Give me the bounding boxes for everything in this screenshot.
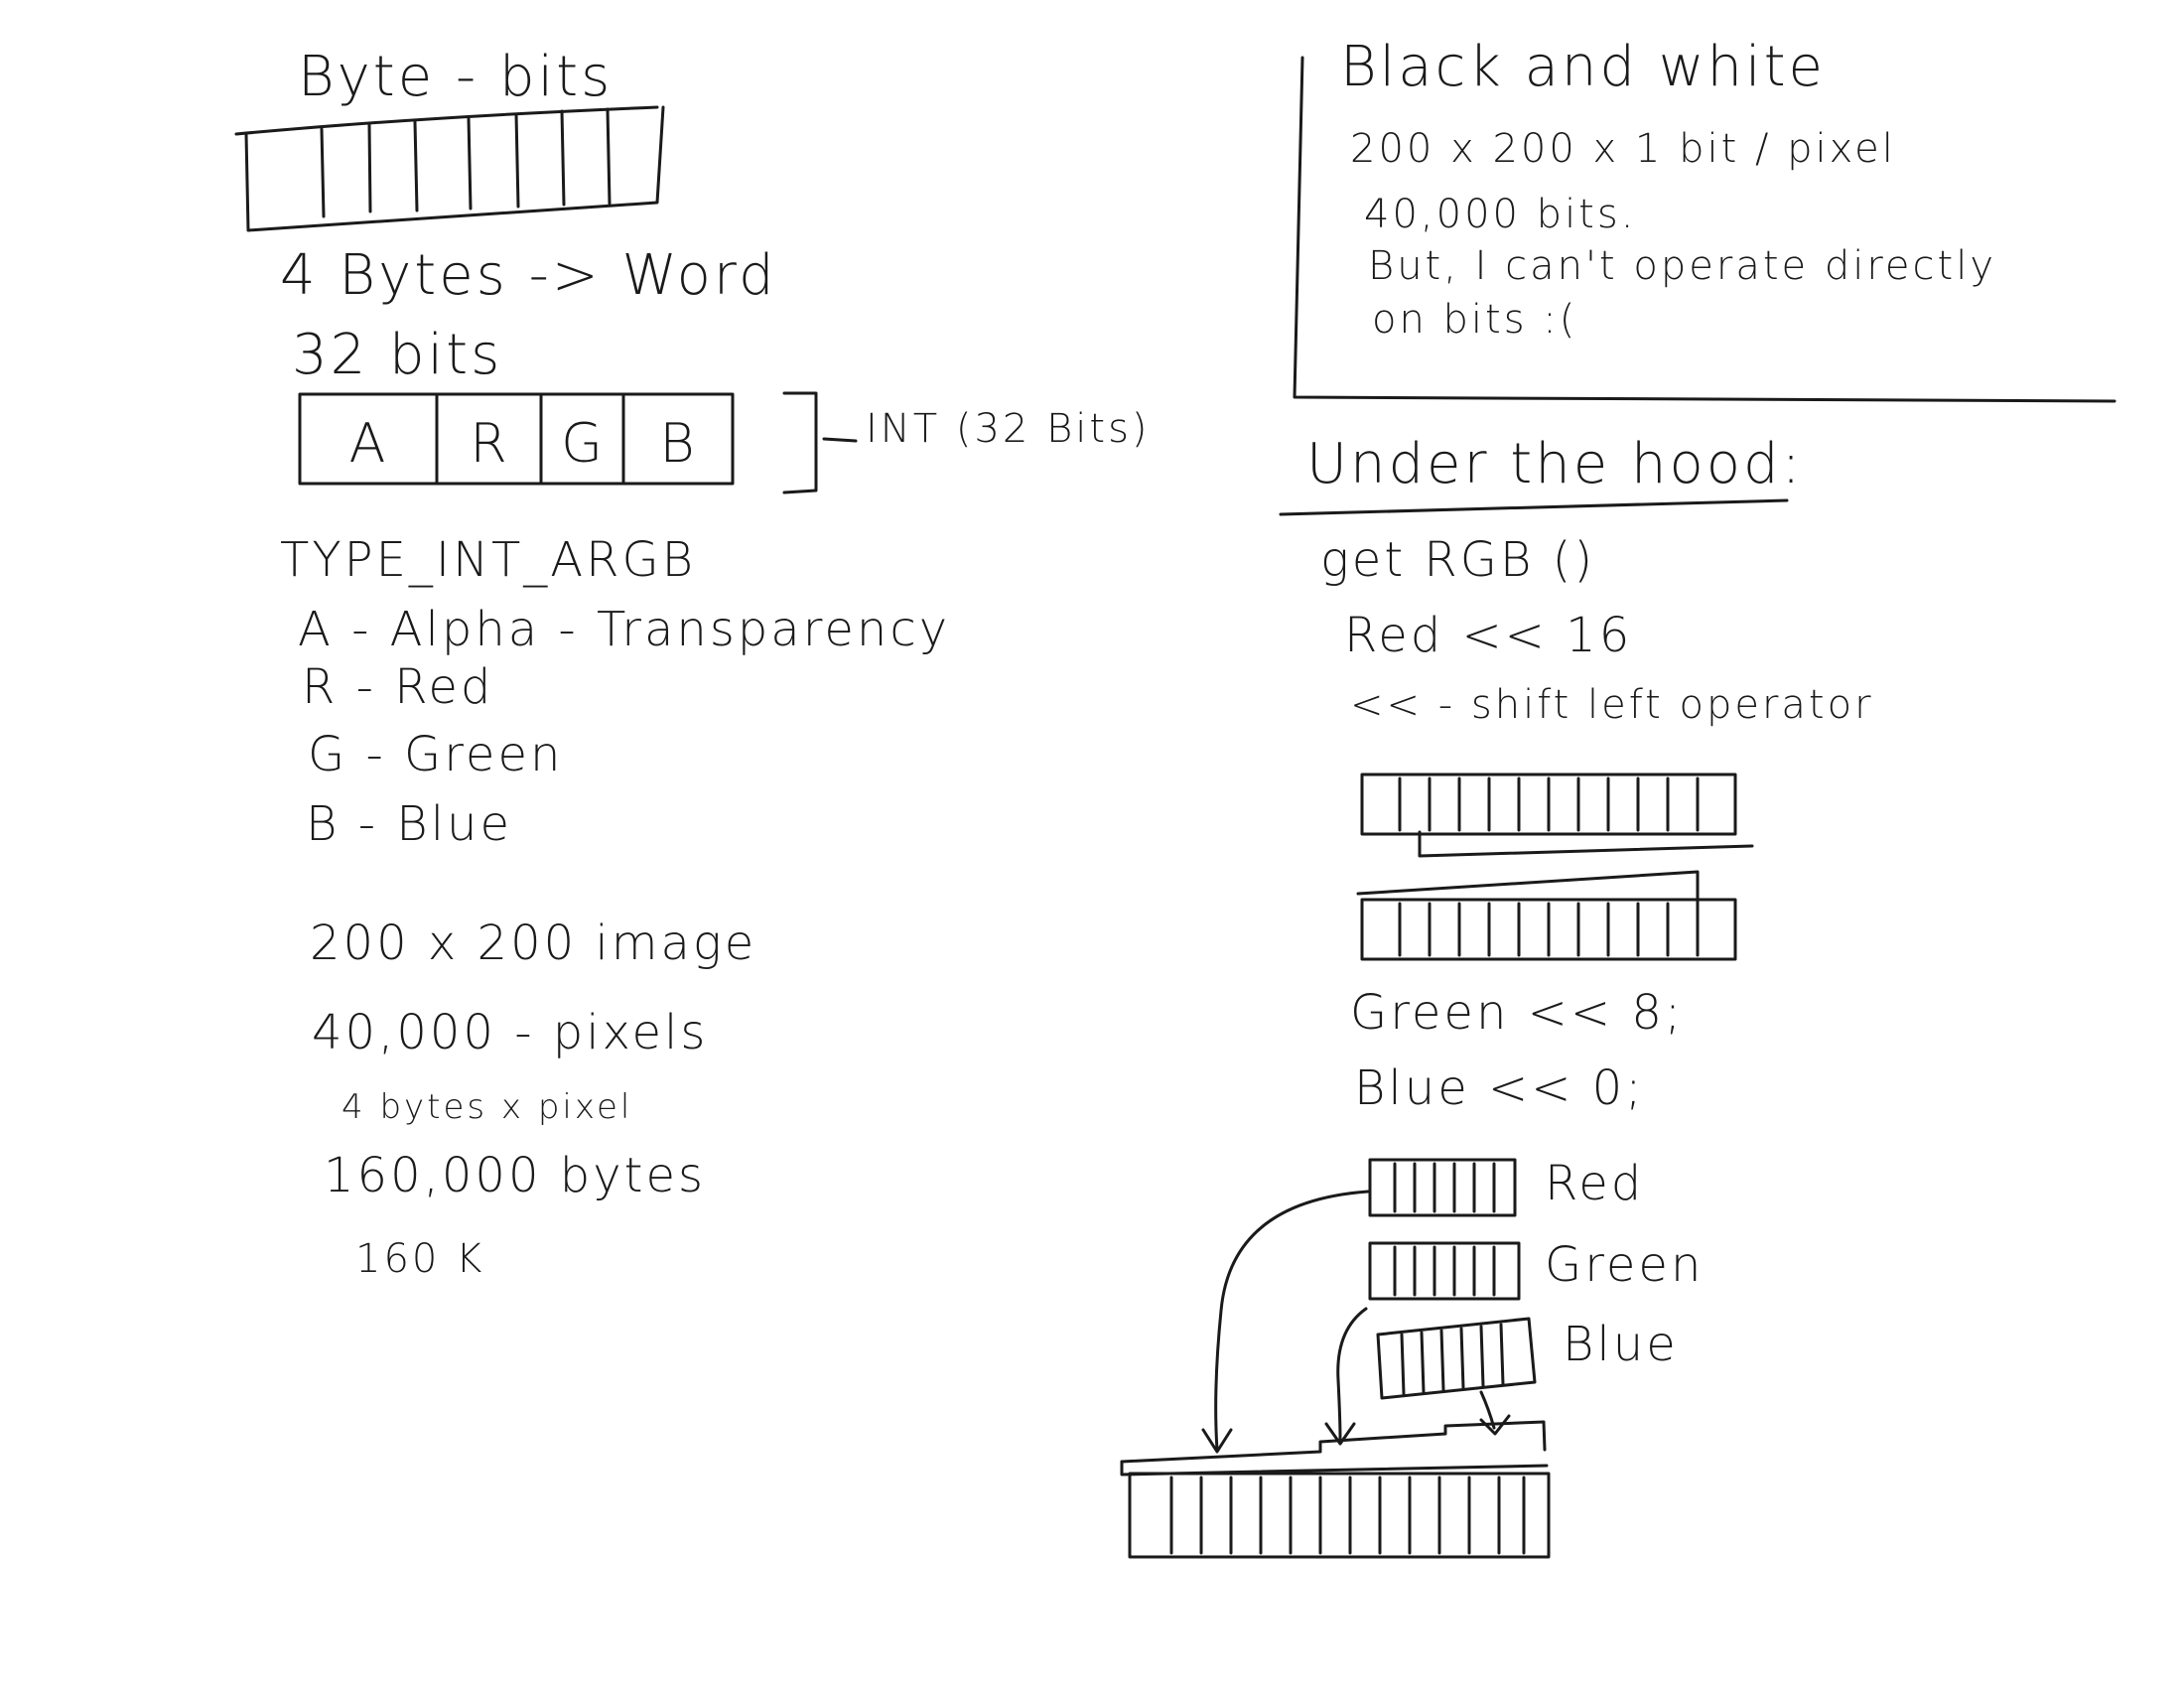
red-channel-box (1368, 1158, 1517, 1217)
bw-line-2: 40,000 bits. (1364, 192, 1637, 237)
green-shift-line: Green << 8; (1350, 985, 1685, 1041)
blue-channel-label: Blue (1563, 1317, 1679, 1372)
image-size-line: 200 x 200 image (310, 915, 757, 971)
channel-red: R - Red (302, 659, 494, 715)
blue-channel-box (1376, 1317, 1537, 1400)
argb-cell-r: R (470, 412, 507, 475)
shift-register-1 (1360, 773, 1754, 858)
combine-arrows (1201, 1190, 1511, 1454)
shift-register-2 (1356, 870, 1737, 961)
red-channel-label: Red (1545, 1156, 1645, 1211)
channel-blue: B - Blue (306, 796, 512, 852)
get-rgb-line: get RGB () (1320, 532, 1596, 588)
bw-line-4: on bits :( (1372, 297, 1578, 343)
green-channel-label: Green (1545, 1237, 1705, 1293)
hood-title: Under the hood: (1306, 432, 1804, 496)
bw-line-1: 200 x 200 x 1 bit / pixel (1350, 126, 1896, 172)
word-line: 4 Bytes -> Word (280, 243, 777, 308)
hood-underline (1279, 498, 1789, 516)
bits-line: 32 bits (292, 323, 503, 387)
blue-shift-line: Blue << 0; (1354, 1060, 1645, 1116)
argb-cell-a: A (348, 412, 386, 475)
type-int-argb-label: TYPE_INT_ARGB (280, 532, 697, 588)
bw-line-3: But, I can't operate directly (1368, 243, 1996, 289)
bw-title: Black and white (1340, 35, 1826, 99)
byte-box (234, 105, 665, 232)
kilobytes-line: 160 K (355, 1236, 485, 1282)
green-channel-box (1368, 1241, 1521, 1301)
red-shift-line: Red << 16 (1344, 608, 1633, 663)
channel-alpha: A - Alpha - Transparency (298, 602, 951, 657)
argb-box (298, 391, 858, 494)
total-bytes-line: 160,000 bytes (324, 1148, 706, 1203)
int-32-bits-label: INT (32 Bits) (866, 406, 1151, 452)
bytes-per-pixel-line: 4 bytes x pixel (341, 1087, 633, 1127)
combined-register (1120, 1420, 1551, 1559)
argb-cell-b: B (659, 412, 695, 475)
argb-cell-g: G (561, 412, 603, 475)
shift-operator-line: << - shift left operator (1350, 682, 1874, 728)
byte-bits-title: Byte - bits (298, 45, 614, 109)
channel-green: G - Green (308, 727, 564, 782)
bw-box-border (1293, 56, 2116, 403)
pixels-line: 40,000 - pixels (312, 1005, 709, 1060)
